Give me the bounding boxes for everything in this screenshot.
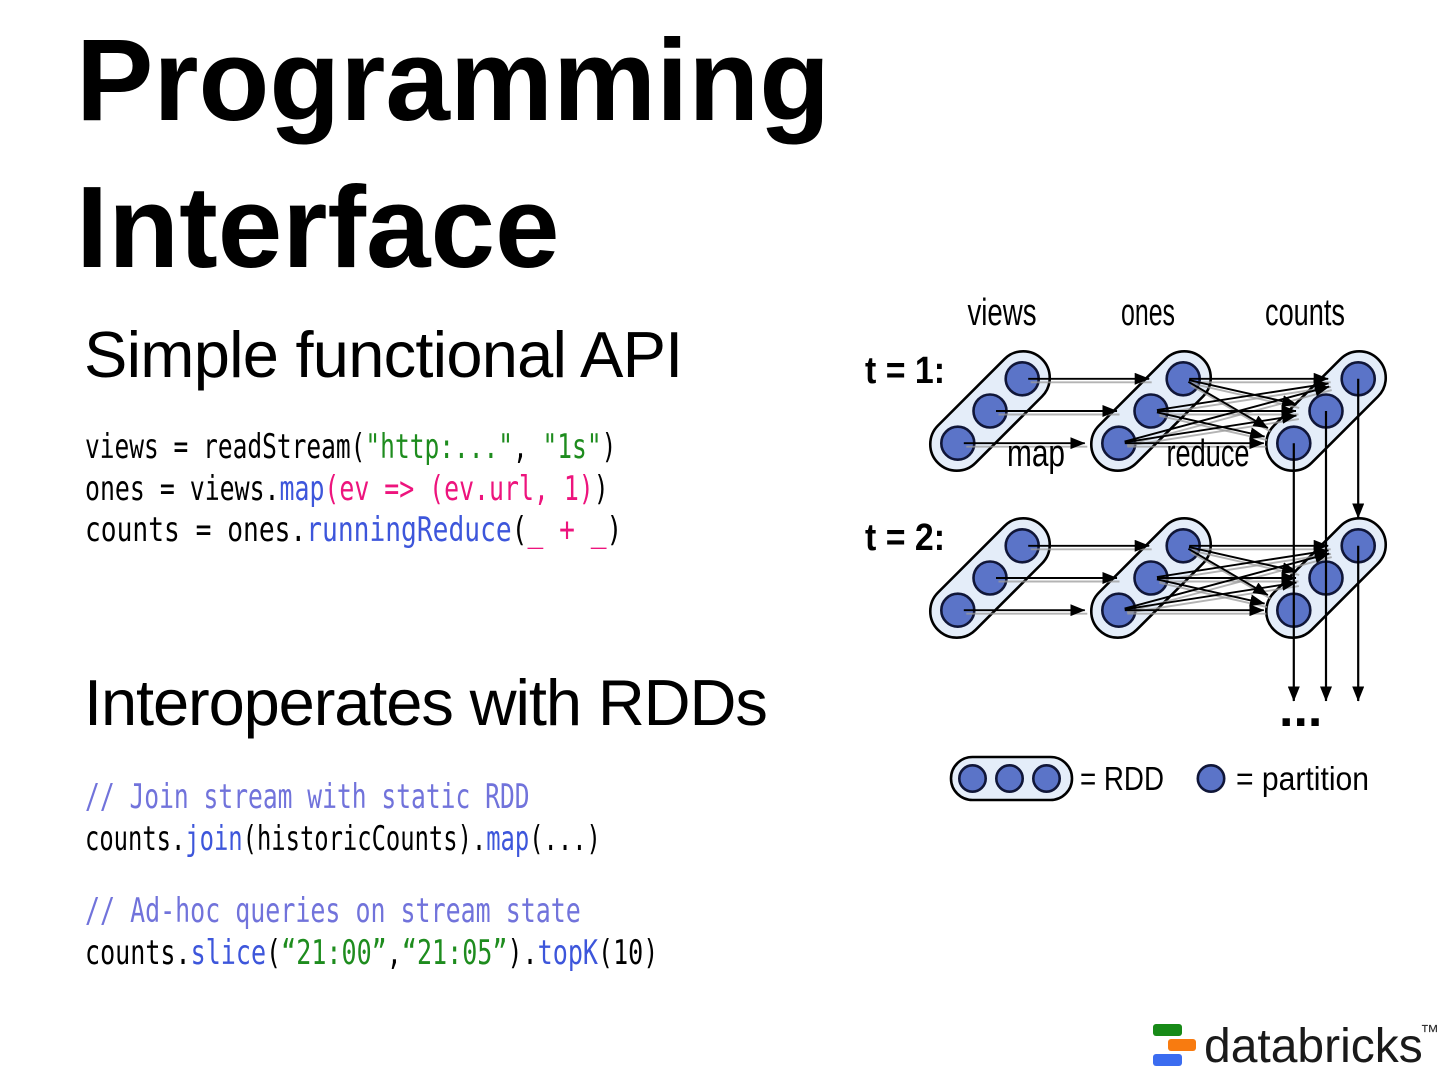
edge-label-map: map bbox=[1007, 433, 1065, 475]
logo-brick-green-icon bbox=[1152, 1024, 1182, 1036]
row-label-t2: t = 2: bbox=[865, 517, 945, 559]
column-label-views: views bbox=[968, 292, 1037, 334]
row-label-t1: t = 1: bbox=[865, 350, 945, 392]
column-label-ones: ones bbox=[1121, 292, 1175, 334]
logo-brick-blue-icon bbox=[1153, 1054, 1182, 1066]
column-label-counts: counts bbox=[1265, 292, 1345, 334]
legend-partition-label: = partition bbox=[1236, 760, 1369, 797]
edge-label-reduce: reduce bbox=[1167, 433, 1250, 475]
slide-title: Programming Interface bbox=[76, 14, 831, 292]
logo-brick-orange-icon bbox=[1168, 1038, 1196, 1051]
databricks-logo: databricks ™ bbox=[1152, 1022, 1440, 1080]
ellipsis-label: ... bbox=[1279, 680, 1322, 738]
legend-rdd-label: = RDD bbox=[1080, 760, 1164, 797]
